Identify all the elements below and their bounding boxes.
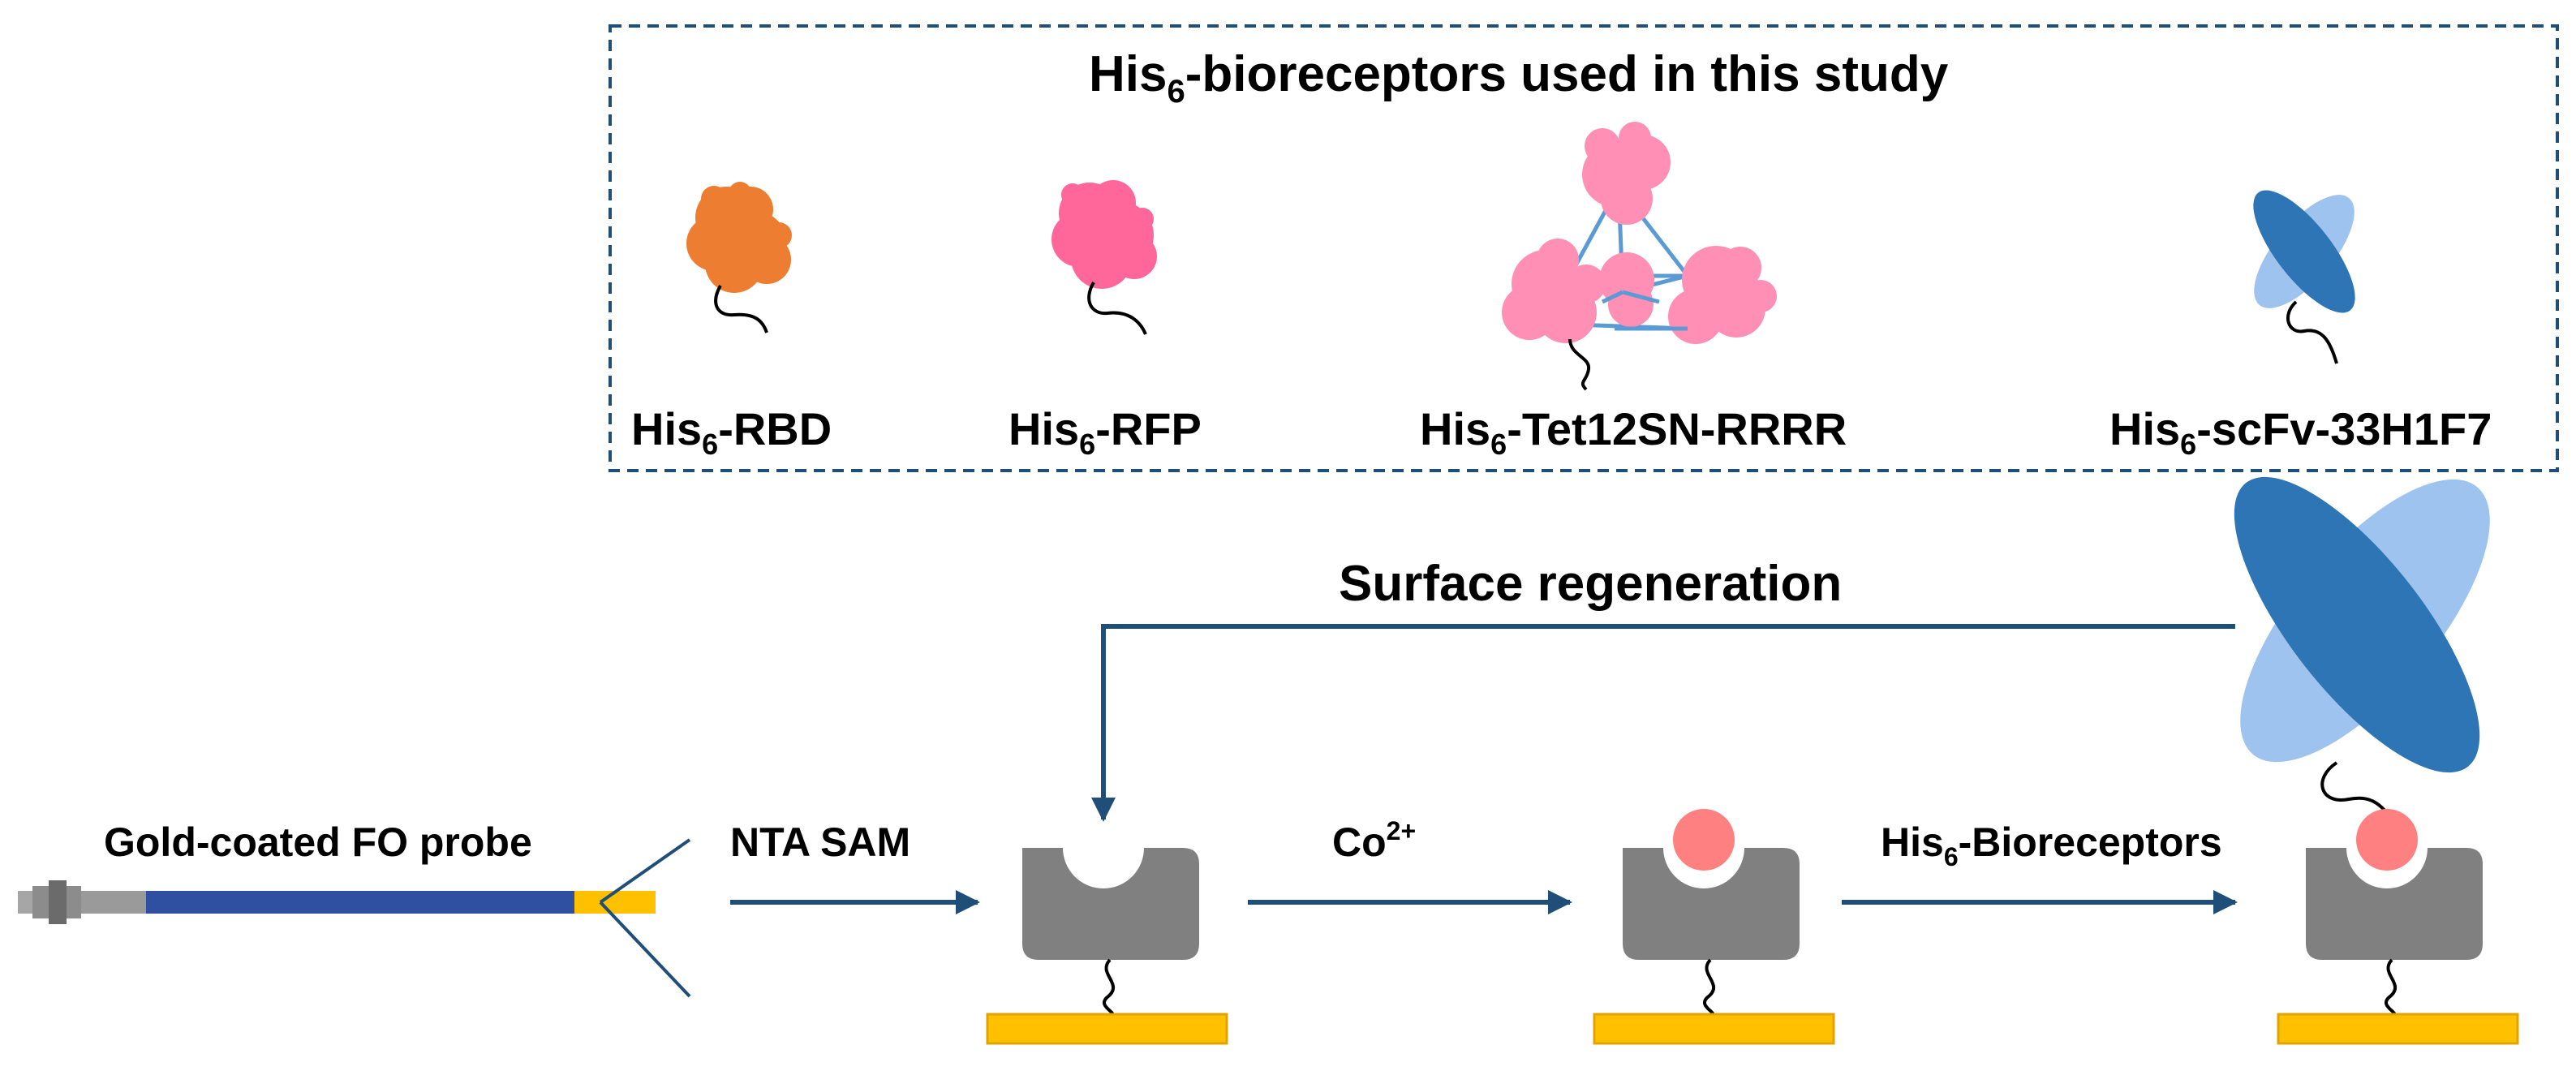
cobalt-ion-icon (2356, 809, 2418, 871)
probe-label: Gold-coated FO probe (104, 819, 532, 865)
protein-label-rfp: His6-RFP (1008, 403, 1202, 461)
gold-surface (2277, 1013, 2519, 1045)
cobalt-ion-icon (1673, 809, 1735, 871)
scfv-antibody-icon (2234, 476, 2490, 817)
regeneration-label: Surface regeneration (1339, 556, 1842, 612)
gold-surface (986, 1013, 1228, 1045)
rbd-protein-icon (686, 182, 792, 333)
protein-label-tet: His6-Tet12SN-RRRR (1420, 403, 1847, 461)
nta-receptor-icon (1022, 848, 1199, 1017)
step-label-cobalt: Co2+ (1332, 816, 1416, 865)
tetrahedron-protein-icon (1502, 122, 1777, 391)
bioreceptor-box (609, 24, 2559, 472)
protein-label-rbd: His6-RBD (631, 403, 832, 461)
protein-label-scfv: His6-scFv-33H1F7 (2109, 403, 2492, 461)
nta-receptor-icon (1623, 848, 1800, 1017)
fiber-optic-probe-icon (18, 838, 691, 998)
step-label-bioreceptors: His6-Bioreceptors (1881, 819, 2222, 871)
box-title: His6-bioreceptors used in this study (1089, 46, 1949, 110)
step-label-nta: NTA SAM (730, 819, 910, 865)
rfp-protein-icon (1051, 180, 1157, 335)
gold-surface (1593, 1013, 1835, 1045)
scfv-antibody-icon (2253, 190, 2355, 364)
nta-receptor-icon (2306, 848, 2483, 1017)
regeneration-arrow (1091, 624, 2235, 822)
